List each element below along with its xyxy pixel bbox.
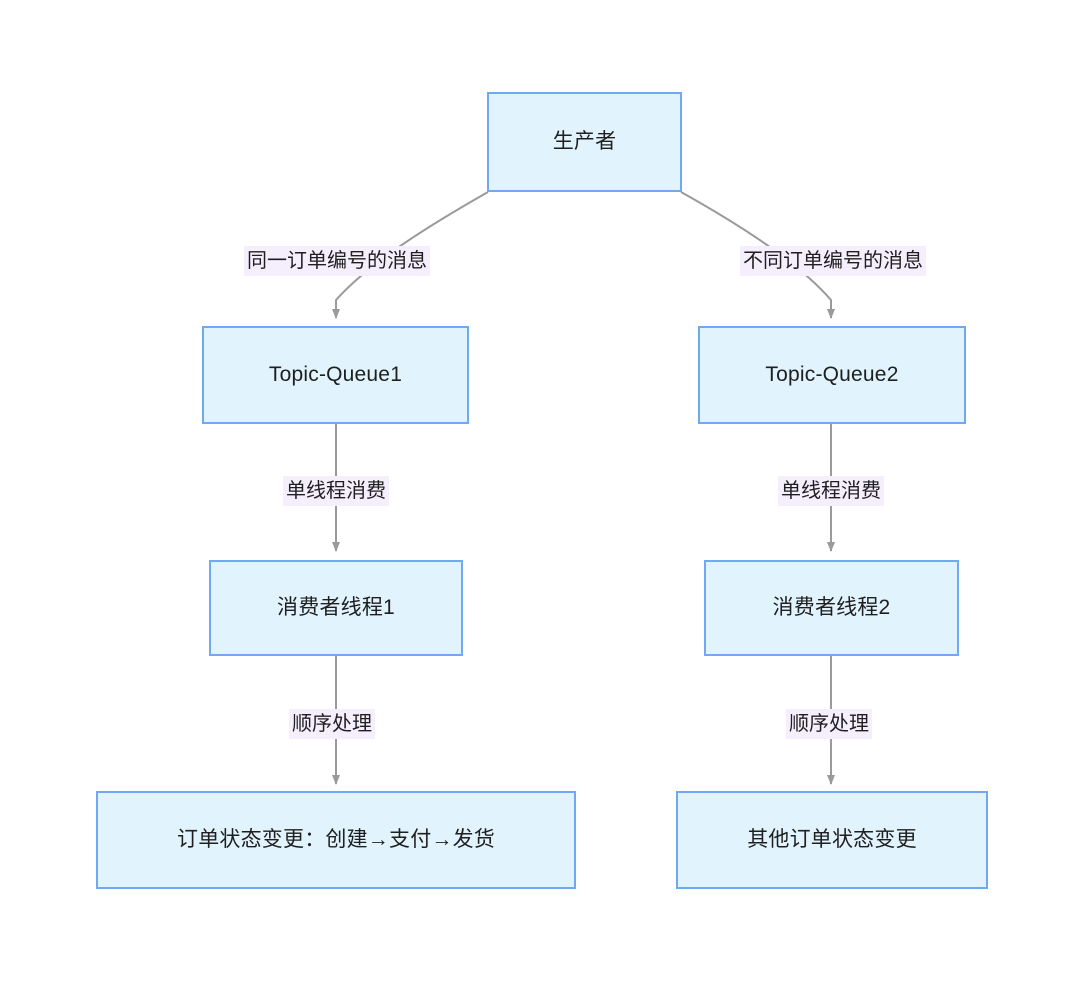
- edge-label-single-thread-consume-1-text: 单线程消费: [286, 480, 386, 502]
- node-consumer-thread2[interactable]: 消费者线程2: [704, 560, 959, 656]
- node-topic-queue2[interactable]: Topic-Queue2: [698, 326, 966, 424]
- node-topic-queue1-label: Topic-Queue1: [268, 362, 403, 386]
- edge-label-sequential-processing-1-text: 顺序处理: [292, 713, 372, 735]
- node-consumer-thread1[interactable]: 消费者线程1: [209, 560, 463, 656]
- edge-label-different-order-id-message-text: 不同订单编号的消息: [743, 250, 923, 272]
- edge-label-single-thread-consume-2-text: 单线程消费: [781, 480, 881, 502]
- node-producer[interactable]: 生产者: [487, 92, 682, 192]
- edge-label-single-thread-consume-1: 单线程消费: [283, 476, 389, 506]
- edge-label-sequential-processing-1: 顺序处理: [289, 709, 375, 739]
- edge-label-sequential-processing-2-text: 顺序处理: [789, 713, 869, 735]
- edge-label-single-thread-consume-2: 单线程消费: [778, 476, 884, 506]
- edge-label-same-order-id-message-text: 同一订单编号的消息: [247, 250, 427, 272]
- node-consumer-thread1-label: 消费者线程1: [277, 595, 395, 619]
- node-order-status-change[interactable]: 订单状态变更：创建→支付→发货: [96, 791, 576, 889]
- node-topic-queue1[interactable]: Topic-Queue1: [202, 326, 469, 424]
- edge-label-sequential-processing-2: 顺序处理: [786, 709, 872, 739]
- node-producer-label: 生产者: [552, 129, 617, 153]
- edge-label-different-order-id-message: 不同订单编号的消息: [740, 246, 926, 276]
- node-other-order-status-change[interactable]: 其他订单状态变更: [676, 791, 988, 889]
- node-topic-queue2-label: Topic-Queue2: [765, 362, 899, 386]
- node-order-status-change-label: 订单状态变更：创建→支付→发货: [177, 827, 495, 851]
- node-consumer-thread2-label: 消费者线程2: [772, 595, 891, 619]
- node-other-order-status-change-label: 其他订单状态变更: [747, 827, 917, 851]
- edge-label-same-order-id-message: 同一订单编号的消息: [244, 246, 430, 276]
